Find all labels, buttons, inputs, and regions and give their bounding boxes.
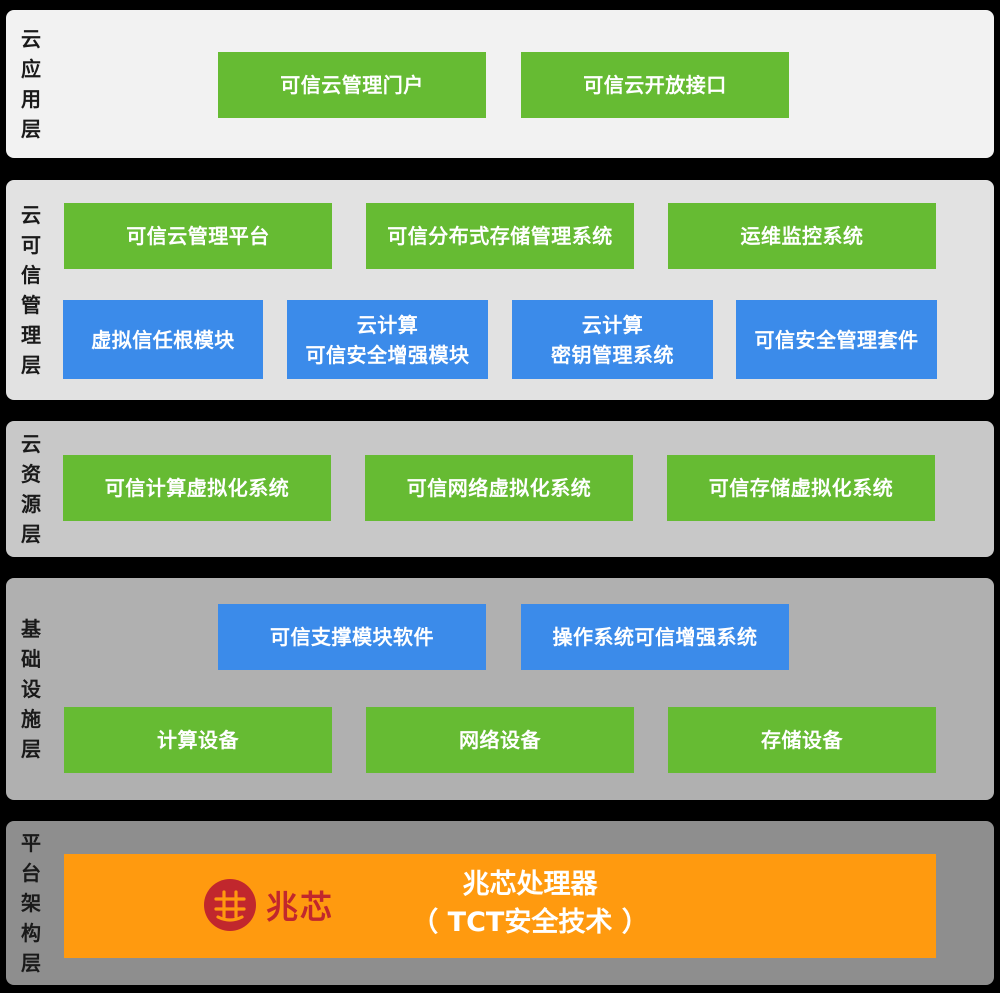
- layer-label: 云资源层: [16, 421, 46, 557]
- box-network-equipment: 网络设备: [366, 707, 634, 773]
- box-ops-monitoring-system: 运维监控系统: [668, 203, 936, 269]
- box-cloud-key-management: 云计算 密钥管理系统: [512, 300, 713, 379]
- box-cloud-security-enhancement: 云计算 可信安全增强模块: [287, 300, 488, 379]
- layer-label-char: 资: [21, 462, 41, 486]
- layer-label-char: 源: [21, 492, 41, 516]
- layer-cloud-resource: 云资源层 可信计算虚拟化系统 可信网络虚拟化系统 可信存储虚拟化系统: [6, 421, 994, 557]
- layer-label: 基础设施层: [16, 578, 46, 800]
- layer-label-char: 可: [21, 233, 41, 257]
- box-line: 可信安全管理套件: [754, 327, 919, 352]
- layer-label-char: 台: [21, 861, 41, 885]
- layer-infrastructure: 基础设施层 可信支撑模块软件 操作系统可信增强系统 计算设备 网络设备 存储设备: [6, 578, 994, 800]
- layer-platform-architecture: 平台架构层 兆芯 兆芯处理器 （ TCT安全技术 ）: [6, 821, 994, 985]
- layer-label-char: 云: [21, 432, 41, 456]
- processor-subtitle: （ TCT安全技术 ）: [411, 907, 649, 938]
- layer-label-char: 设: [21, 677, 41, 701]
- layer-label-char: 层: [21, 117, 41, 141]
- box-line: 云计算: [581, 312, 644, 337]
- box-trusted-support-module-software: 可信支撑模块软件: [218, 604, 486, 670]
- layer-label-char: 云: [21, 203, 41, 227]
- box-line: 可信安全增强模块: [305, 342, 470, 367]
- box-trusted-distributed-storage-management: 可信分布式存储管理系统: [366, 203, 634, 269]
- layer-label-char: 应: [21, 57, 41, 81]
- box-trusted-cloud-management-platform: 可信云管理平台: [64, 203, 332, 269]
- zhaoxin-logo-text: 兆芯: [266, 888, 335, 926]
- layer-label-char: 层: [21, 522, 41, 546]
- layer-label-char: 架: [21, 891, 41, 915]
- layer-label-char: 管: [21, 293, 41, 317]
- layer-label-char: 理: [21, 323, 41, 347]
- box-line: 密钥管理系统: [551, 342, 674, 367]
- box-trusted-compute-virtualization: 可信计算虚拟化系统: [63, 455, 331, 521]
- layer-cloud-trusted-management: 云可信管理层 可信云管理平台 可信分布式存储管理系统 运维监控系统 虚拟信任根模…: [6, 180, 994, 400]
- layer-label-char: 信: [21, 263, 41, 287]
- box-trusted-network-virtualization: 可信网络虚拟化系统: [365, 455, 633, 521]
- box-compute-equipment: 计算设备: [64, 707, 332, 773]
- box-line: 虚拟信任根模块: [91, 327, 235, 352]
- box-zhaoxin-processor: 兆芯 兆芯处理器 （ TCT安全技术 ）: [64, 854, 936, 958]
- layer-label: 云应用层: [16, 10, 46, 158]
- layer-label-char: 平: [21, 831, 41, 855]
- layer-cloud-application: 云应用层 可信云管理门户 可信云开放接口: [6, 10, 994, 158]
- box-line: 云计算: [356, 312, 419, 337]
- layer-label: 云可信管理层: [16, 180, 46, 400]
- layer-label-char: 用: [21, 87, 41, 111]
- box-trusted-cloud-portal: 可信云管理门户: [218, 52, 486, 118]
- box-trusted-storage-virtualization: 可信存储虚拟化系统: [667, 455, 935, 521]
- box-virtual-root-of-trust: 虚拟信任根模块: [63, 300, 263, 379]
- zhaoxin-logo: 兆芯: [204, 877, 334, 933]
- layer-label-char: 层: [21, 737, 41, 761]
- layer-label-char: 云: [21, 27, 41, 51]
- layer-label-char: 构: [21, 921, 41, 945]
- processor-caption: 兆芯处理器 （ TCT安全技术 ）: [364, 866, 696, 942]
- layer-label-char: 施: [21, 707, 41, 731]
- processor-title: 兆芯处理器: [462, 869, 598, 900]
- zhaoxin-logo-icon: [204, 879, 256, 931]
- layer-label-char: 层: [21, 951, 41, 975]
- layer-label-char: 基: [21, 617, 41, 641]
- layer-label-char: 层: [21, 353, 41, 377]
- layer-label-char: 础: [21, 647, 41, 671]
- layer-label: 平台架构层: [16, 821, 46, 985]
- box-os-trusted-enhancement: 操作系统可信增强系统: [521, 604, 789, 670]
- box-trusted-cloud-open-api: 可信云开放接口: [521, 52, 789, 118]
- box-trusted-security-management-suite: 可信安全管理套件: [736, 300, 937, 379]
- box-storage-equipment: 存储设备: [668, 707, 936, 773]
